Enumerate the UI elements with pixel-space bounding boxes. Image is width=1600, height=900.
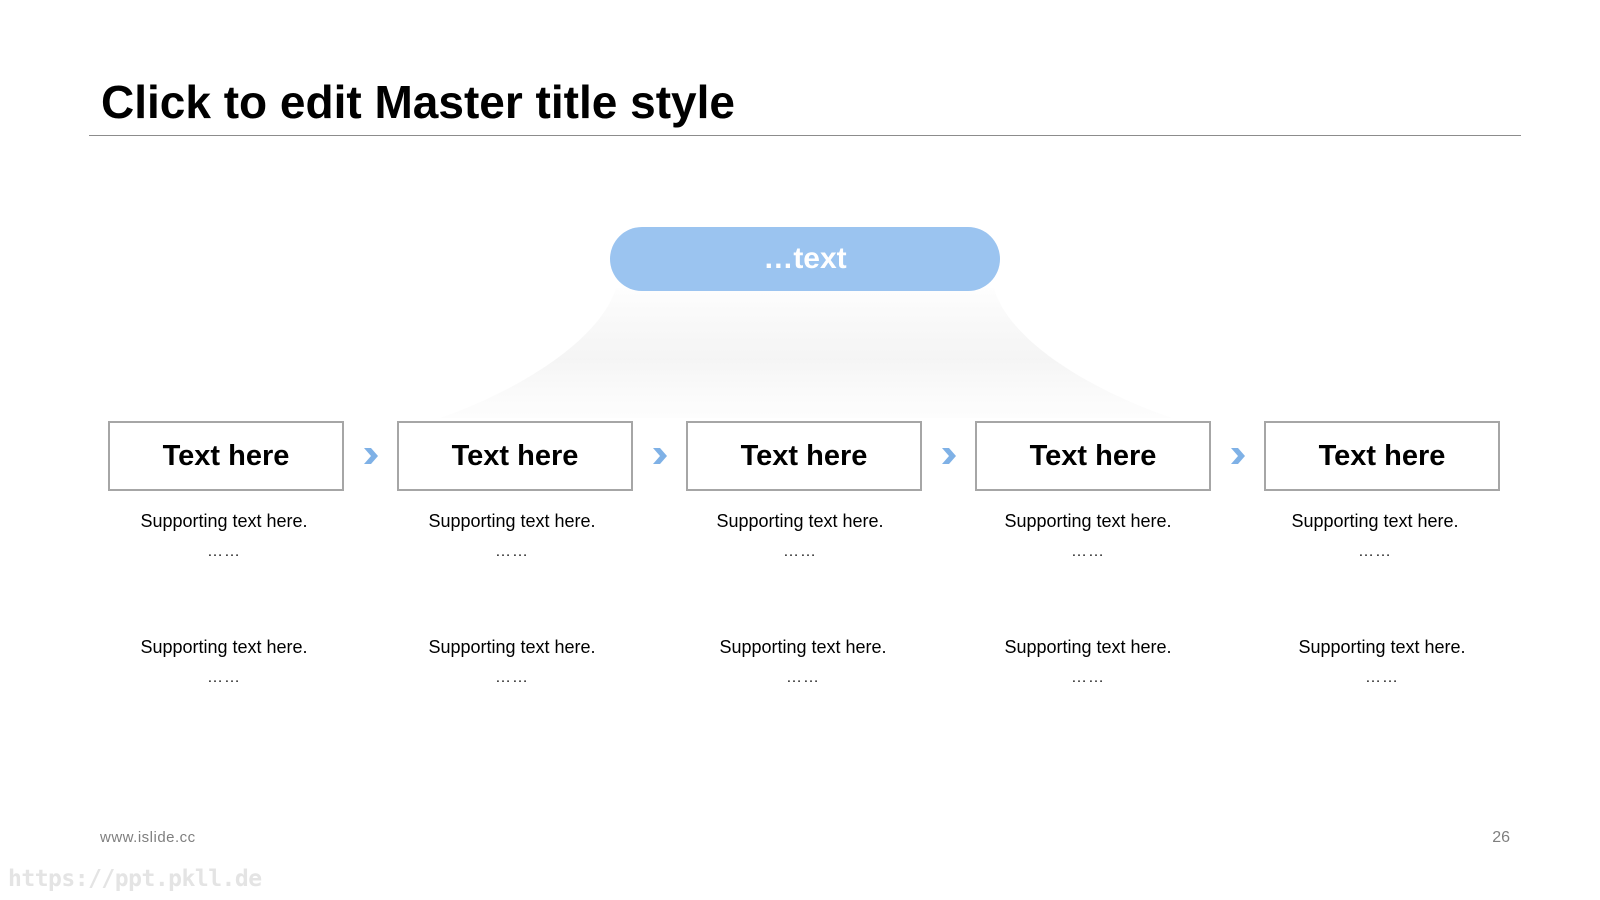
step-3-support-1: Supporting text here. [716,511,884,531]
step-2-ellipsis-2: …… [495,669,529,686]
step-4-ellipsis-2: …… [1071,669,1105,686]
title-underline [89,135,1521,136]
step-5-ellipsis-1: …… [1358,543,1392,560]
step-box-5: Text here [1264,421,1500,491]
step-5-support-2: Supporting text here. [1298,637,1466,657]
chevron-right-icon [364,448,378,464]
top-label-pill: …text [610,227,1000,291]
step-3-ellipsis-1: …… [783,543,817,560]
step-5-ellipsis-2: …… [1365,669,1399,686]
step-4-support-2: Supporting text here. [1004,637,1172,657]
chevron-right-icon [1231,448,1245,464]
step-2-ellipsis-1: …… [495,543,529,560]
step-box-3: Text here [686,421,922,491]
step-2-support-1: Supporting text here. [428,511,596,531]
watermark: https://ppt.pkll.de [8,866,262,892]
step-box-1: Text here [108,421,344,491]
footer-url: www.islide.cc [100,829,196,846]
chevron-right-icon [942,448,956,464]
step-1-ellipsis-2: …… [207,669,241,686]
step-3-ellipsis-2: …… [786,669,820,686]
step-1-support-2: Supporting text here. [140,637,308,657]
slide-title: Click to edit Master title style [101,76,735,128]
chevron-right-icon [653,448,667,464]
step-4-support-1: Supporting text here. [1004,511,1172,531]
step-3-support-2: Supporting text here. [719,637,887,657]
step-1-ellipsis-1: …… [207,543,241,560]
step-1-support-1: Supporting text here. [140,511,308,531]
step-2-support-2: Supporting text here. [428,637,596,657]
step-4-ellipsis-1: …… [1071,543,1105,560]
page-number: 26 [1492,829,1510,846]
step-box-2: Text here [397,421,633,491]
step-box-4: Text here [975,421,1211,491]
step-5-support-1: Supporting text here. [1291,511,1459,531]
